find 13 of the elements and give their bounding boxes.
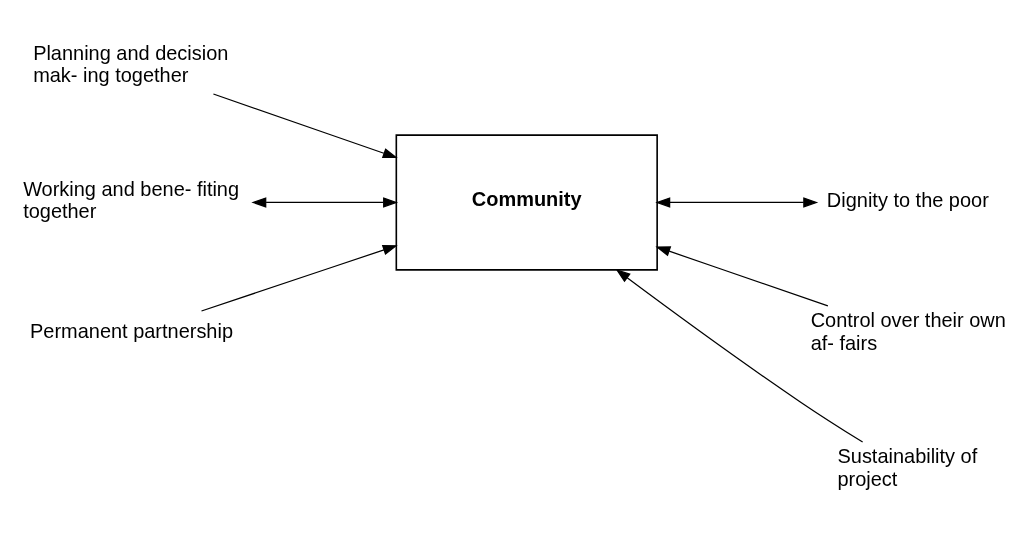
arrow xyxy=(251,196,399,208)
arrow xyxy=(200,244,398,312)
node-text: Control over their own af- fairs xyxy=(810,308,1006,353)
arrow xyxy=(655,245,829,306)
node-text: Planning and decision mak- ing together xyxy=(33,41,229,86)
node-box: Community xyxy=(395,133,658,271)
node-text: Working and bene- fiting together xyxy=(23,177,240,222)
node-text: Sustainability of project xyxy=(837,444,978,490)
arrow xyxy=(212,92,398,158)
node-text: Permanent partnership xyxy=(30,319,234,342)
node-text: Dignity to the poor xyxy=(826,188,989,211)
arrow xyxy=(615,268,864,443)
arrow xyxy=(655,196,819,208)
